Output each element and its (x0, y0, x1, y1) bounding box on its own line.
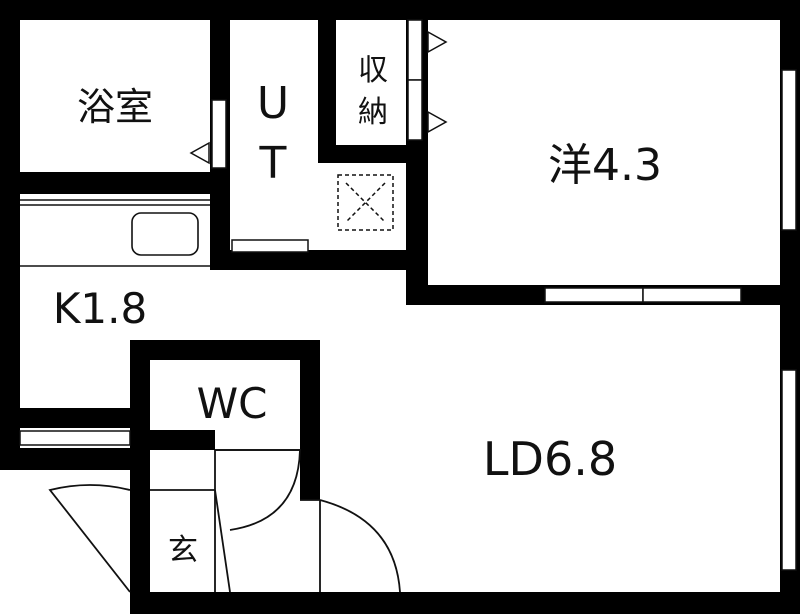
room-labels: 浴室 U T 収 納 洋4.3 K1.8 WC LD6.8 玄 (53, 53, 662, 568)
room-label-ut-t: T (259, 138, 287, 189)
sink-icon (131, 212, 199, 256)
window-icon (781, 369, 797, 571)
window-icon (781, 69, 797, 231)
triangle-door-marker-icon (427, 30, 448, 54)
room-label-ld: LD6.8 (483, 432, 617, 486)
triangle-door-marker-icon (427, 110, 448, 134)
room-label-storage-1: 収 (358, 53, 388, 88)
window-icon (544, 287, 644, 303)
room-label-kitchen: K1.8 (53, 284, 147, 333)
entrance-lines (150, 449, 320, 592)
room-label-storage-2: 納 (358, 95, 388, 130)
door-swing-icon (48, 449, 401, 593)
door-markers (189, 30, 448, 165)
washer-pan-icon (337, 174, 394, 231)
room-label-ut-u: U (257, 78, 289, 129)
room-label-entrance: 玄 (168, 533, 198, 568)
window-icon (642, 287, 742, 303)
room-label-wc: WC (197, 379, 268, 428)
room-label-western: 洋4.3 (548, 140, 662, 191)
kitchen-counter (20, 199, 210, 267)
openings (19, 19, 797, 571)
triangle-door-marker-icon (189, 141, 210, 165)
room-label-bath: 浴室 (77, 85, 153, 129)
